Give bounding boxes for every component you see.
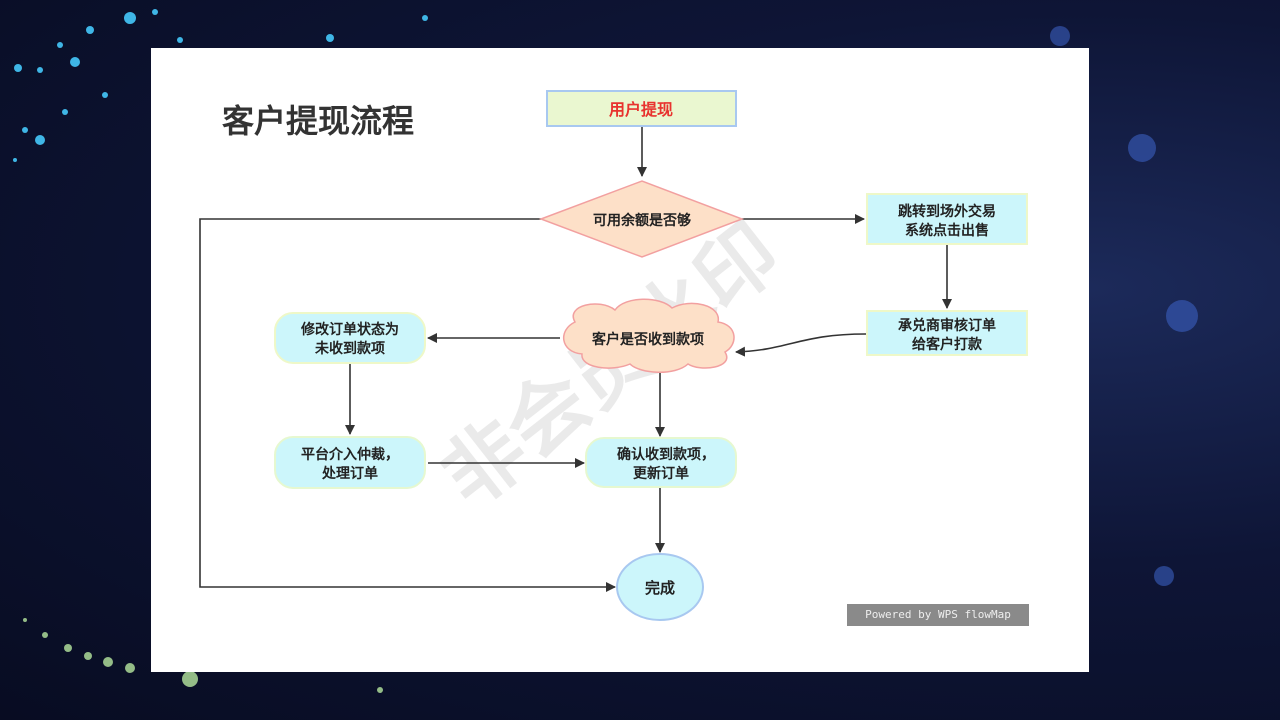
node-decision-label: 可用余额是否够 — [593, 212, 691, 229]
node-confirm-line1: 确认收到款项， — [617, 446, 715, 463]
node-redirect-line2: 系统点击出售 — [905, 222, 989, 239]
node-received-check[interactable]: 客户是否收到款项 — [563, 298, 735, 373]
node-confirm[interactable]: 确认收到款项， 更新订单 — [585, 437, 737, 488]
node-acceptor[interactable]: 承兑商审核订单 给客户打款 — [866, 310, 1028, 356]
node-arbitration[interactable]: 平台介入仲裁， 处理订单 — [274, 436, 426, 489]
connectors — [199, 126, 952, 592]
powered-by-badge: Powered by WPS flowMap — [847, 604, 1029, 626]
node-start-label: 用户提现 — [609, 100, 673, 119]
node-confirm-line2: 更新订单 — [633, 465, 689, 482]
node-done[interactable]: 完成 — [616, 553, 704, 621]
node-acceptor-line1: 承兑商审核订单 — [898, 317, 996, 334]
node-start[interactable]: 用户提现 — [546, 90, 737, 127]
node-decision-balance[interactable]: 可用余额是否够 — [538, 180, 745, 258]
node-received-check-label: 客户是否收到款项 — [591, 331, 704, 348]
node-modify-line1: 修改订单状态为 — [300, 321, 399, 338]
flowchart: 非会员水印 客户提现流程 用户提现 可用余额是否够 跳转到场外交易 系统点击出售… — [199, 90, 1028, 621]
node-redirect[interactable]: 跳转到场外交易 系统点击出售 — [866, 193, 1028, 245]
node-modify-status[interactable]: 修改订单状态为 未收到款项 — [274, 312, 426, 364]
node-acceptor-line2: 给客户打款 — [912, 336, 983, 353]
slide-card: 非会员水印 客户提现流程 用户提现 可用余额是否够 跳转到场外交易 系统点击出售… — [151, 48, 1089, 672]
node-done-label: 完成 — [645, 579, 675, 597]
page-title: 客户提现流程 — [222, 102, 414, 140]
node-arbitration-line1: 平台介入仲裁， — [301, 446, 399, 463]
node-modify-line2: 未收到款项 — [315, 340, 385, 357]
node-redirect-line1: 跳转到场外交易 — [898, 203, 996, 220]
node-arbitration-line2: 处理订单 — [321, 465, 378, 482]
